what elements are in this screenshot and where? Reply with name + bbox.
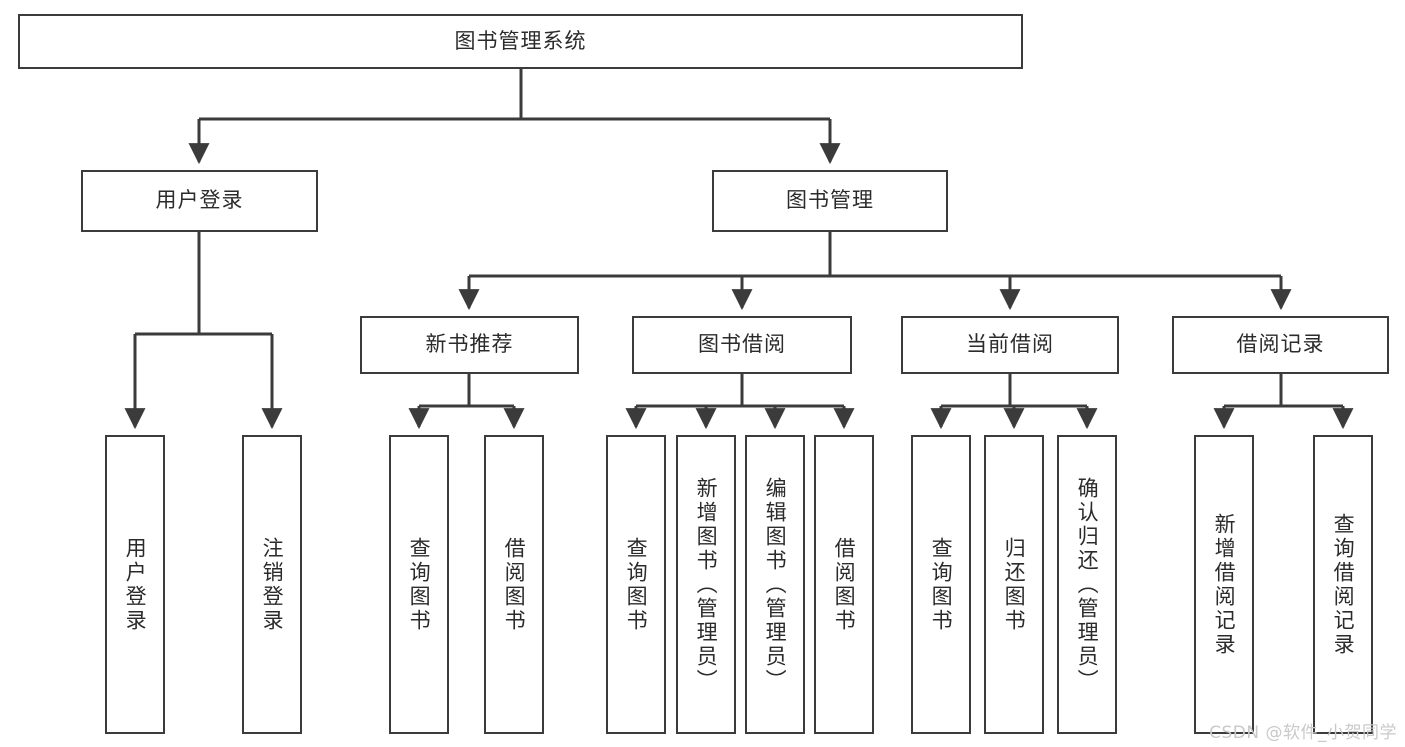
leaf-add-book-admin[interactable]: 新增图书（管理员） <box>676 435 736 734</box>
node-book-management[interactable]: 图书管理 <box>712 170 948 232</box>
node-user-login[interactable]: 用户登录 <box>81 170 318 232</box>
node-new-book-recommendation[interactable]: 新书推荐 <box>360 316 579 374</box>
leaf-return-book[interactable]: 归还图书 <box>984 435 1044 734</box>
leaf-query-book-borrow[interactable]: 查询图书 <box>606 435 666 734</box>
leaf-borrow-book-new[interactable]: 借阅图书 <box>484 435 544 734</box>
leaf-query-book-new[interactable]: 查询图书 <box>389 435 449 734</box>
leaf-user-login[interactable]: 用户登录 <box>105 435 165 734</box>
leaf-edit-book-admin[interactable]: 编辑图书（管理员） <box>745 435 805 734</box>
watermark-credit: CSDN @软件_小贺同学 <box>1209 723 1397 743</box>
leaf-confirm-return-admin[interactable]: 确认归还（管理员） <box>1057 435 1117 734</box>
leaf-logout[interactable]: 注销登录 <box>242 435 302 734</box>
node-borrow-record[interactable]: 借阅记录 <box>1172 316 1389 374</box>
node-root[interactable]: 图书管理系统 <box>18 14 1023 69</box>
leaf-query-borrow-record[interactable]: 查询借阅记录 <box>1313 435 1373 734</box>
leaf-add-borrow-record[interactable]: 新增借阅记录 <box>1194 435 1254 734</box>
leaf-borrow-book[interactable]: 借阅图书 <box>814 435 874 734</box>
node-current-borrow[interactable]: 当前借阅 <box>901 316 1119 374</box>
node-book-borrow[interactable]: 图书借阅 <box>632 316 852 374</box>
leaf-query-book-current[interactable]: 查询图书 <box>911 435 971 734</box>
